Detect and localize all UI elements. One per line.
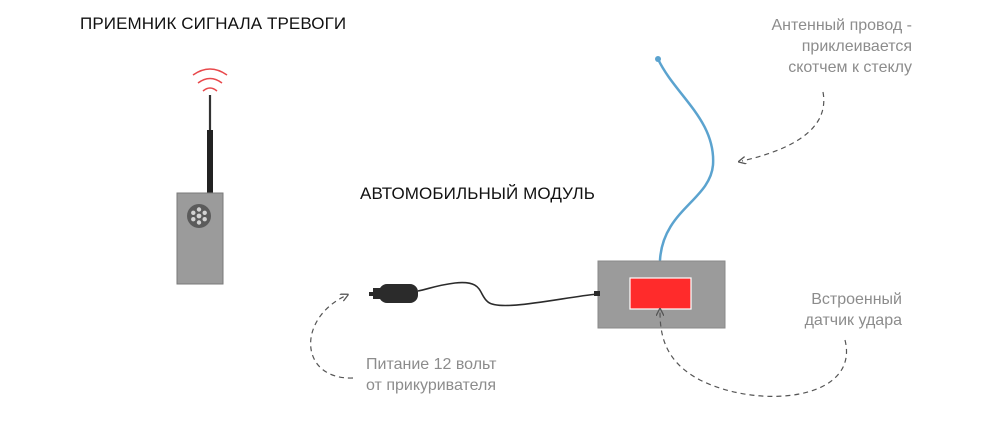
antenna-wire: [655, 56, 715, 262]
power-annotation: Питание 12 вольт от прикуривателя: [366, 354, 496, 396]
sensor-annotation-line: Встроенный: [811, 291, 902, 308]
power-annotation-line: от прикуривателя: [366, 377, 497, 394]
receiver-device: [176, 68, 228, 285]
signal-waves-icon: [192, 68, 228, 92]
power-annotation-arrow: [310, 296, 354, 379]
car-module: [597, 260, 726, 329]
antenna-annotation: Антенный провод - приклеивается скотчем …: [771, 15, 912, 78]
sensor-annotation: Встроенный датчик удара: [805, 289, 902, 331]
antenna-annotation-line: Антенный провод -: [771, 17, 912, 34]
receiver-title: ПРИЕМНИК СИГНАЛА ТРЕВОГИ: [80, 14, 347, 33]
sensor-annotation-arrow: [660, 312, 848, 397]
module-indicator: [629, 277, 692, 310]
module-title: АВТОМОБИЛЬНЫЙ МОДУЛЬ: [360, 184, 595, 203]
receiver-antenna-base: [207, 130, 213, 193]
antenna-annotation-line: приклеивается: [801, 38, 912, 55]
power-cable: [417, 281, 600, 307]
speaker-grille-icon: [187, 204, 211, 228]
power-annotation-line: Питание 12 вольт: [366, 356, 497, 373]
sensor-annotation-line: датчик удара: [804, 312, 902, 329]
antenna-annotation-arrow: [742, 91, 825, 161]
lighter-plug-icon: [369, 284, 418, 303]
antenna-annotation-line: скотчем к стеклу: [788, 59, 912, 76]
receiver-body: [176, 192, 224, 285]
